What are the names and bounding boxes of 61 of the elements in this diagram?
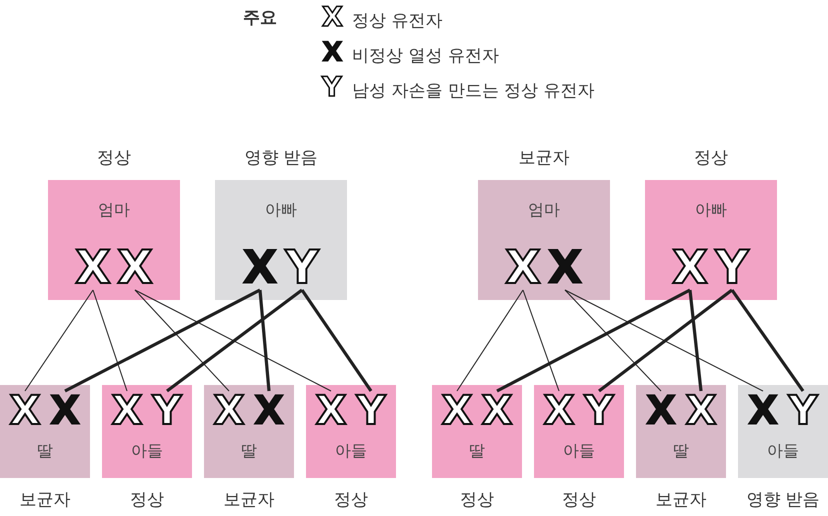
box-label: 엄마 [527, 200, 561, 221]
chromosome-letter: X [545, 244, 585, 290]
chromosome-letter: Y [353, 391, 389, 431]
legend-text: 남성 자손을 만드는 정상 유전자 [352, 80, 595, 102]
heading: 정상 [96, 147, 132, 169]
legend-symbol: X [322, 39, 343, 66]
chromosome-letter: Y [149, 391, 185, 431]
status-label: 영향 받음 [745, 489, 821, 511]
box-label: 딸 [36, 441, 54, 462]
chromosome-letter: X [503, 244, 543, 290]
chromosome-letter: Y [712, 244, 752, 290]
chromosome-letter: Y [581, 391, 617, 431]
chromosome-letter: X [643, 391, 679, 431]
chromosome-letter: X [683, 391, 719, 431]
inheritance-line [730, 289, 804, 392]
chromosome-letter: X [670, 244, 710, 290]
chromosome-letter: X [211, 391, 247, 431]
chromosome-letter: Y [282, 244, 322, 290]
box-label: 아들 [766, 441, 800, 462]
chromosome-letter: X [109, 391, 145, 431]
box-label: 엄마 [97, 200, 131, 221]
chromosome-letter: X [479, 391, 515, 431]
box-label: 딸 [468, 441, 486, 462]
chromosome-letter: X [73, 244, 113, 290]
heading: 영향 받음 [243, 147, 319, 169]
inheritance-line [258, 290, 271, 392]
chromosome-letter: X [115, 244, 155, 290]
chromosome-letter: X [7, 391, 43, 431]
status-label: 정상 [561, 489, 597, 511]
chromosome-letter: X [251, 391, 287, 431]
box-label: 아들 [562, 441, 596, 462]
inheritance-line [64, 288, 261, 392]
chromosome-letter: X [541, 391, 577, 431]
status-label: 정상 [459, 489, 495, 511]
status-label: 정상 [129, 489, 165, 511]
legend-text: 비정상 열성 유전자 [352, 45, 499, 67]
chromosome-letter: X [745, 391, 781, 431]
chromosome-letter: X [439, 391, 475, 431]
box-label: 아들 [334, 441, 368, 462]
chromosome-letter: X [47, 391, 83, 431]
legend-symbol: Y [322, 74, 342, 101]
box-label: 딸 [240, 441, 258, 462]
legend-symbol: X [322, 4, 343, 31]
box-label: 딸 [672, 441, 690, 462]
heading: 보균자 [518, 147, 570, 169]
heading: 정상 [693, 147, 729, 169]
inheritance-line [134, 290, 332, 392]
inheritance-line [564, 290, 764, 392]
inheritance-line [496, 288, 691, 392]
status-label: 보균자 [222, 489, 276, 511]
chromosome-letter: Y [785, 391, 821, 431]
status-label: 정상 [333, 489, 369, 511]
chromosome-letter: X [313, 391, 349, 431]
status-label: 보균자 [654, 489, 708, 511]
box-label: 아빠 [694, 200, 728, 221]
box-label: 아빠 [264, 200, 298, 221]
chromosome-letter: X [240, 244, 280, 290]
box-label: 아들 [130, 441, 164, 462]
status-label: 보균자 [18, 489, 72, 511]
legend-heading: 주요 [243, 7, 277, 29]
legend-text: 정상 유전자 [352, 10, 442, 32]
